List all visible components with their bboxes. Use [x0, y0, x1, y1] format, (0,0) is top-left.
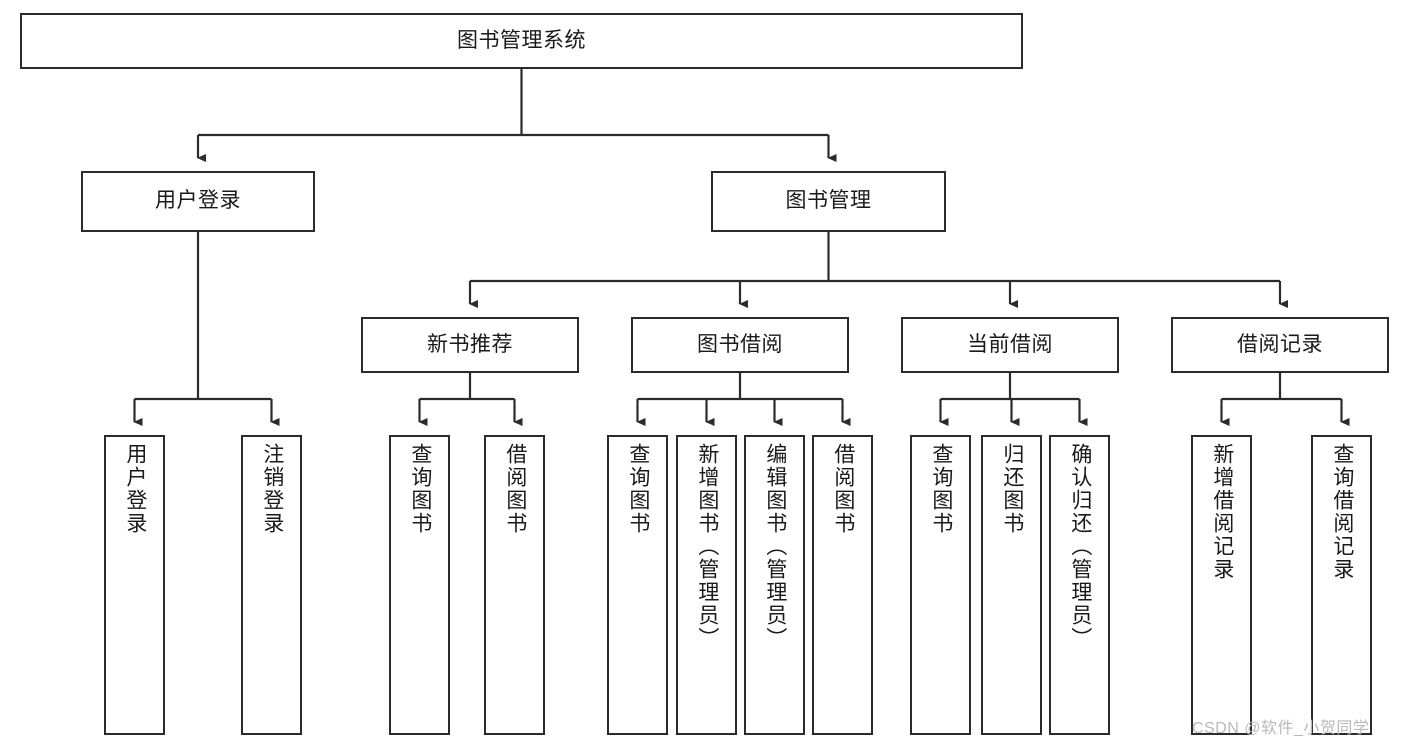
node-leaf-borrow-book-2[interactable]: 借阅图书 — [812, 435, 873, 735]
node-label: 当前借阅 — [967, 332, 1053, 356]
node-book-mgmt[interactable]: 图书管理 — [711, 171, 946, 232]
node-label: 借阅图书 — [831, 443, 855, 535]
node-leaf-return-book[interactable]: 归还图书 — [981, 435, 1042, 735]
node-label: 查询图书 — [929, 443, 953, 535]
node-label: 确认归还（管理员） — [1068, 443, 1092, 650]
node-label: 查询图书 — [626, 443, 650, 535]
node-borrow-record[interactable]: 借阅记录 — [1171, 317, 1389, 373]
node-leaf-query-book-2[interactable]: 查询图书 — [607, 435, 668, 735]
node-user-login[interactable]: 用户登录 — [81, 171, 315, 232]
node-book-borrow[interactable]: 图书借阅 — [631, 317, 849, 373]
node-leaf-borrow-book-1[interactable]: 借阅图书 — [484, 435, 545, 735]
node-leaf-query-book-1[interactable]: 查询图书 — [389, 435, 450, 735]
node-leaf-add-book[interactable]: 新增图书（管理员） — [676, 435, 737, 735]
node-leaf-logout[interactable]: 注销登录 — [241, 435, 302, 735]
node-leaf-confirm-return[interactable]: 确认归还（管理员） — [1049, 435, 1110, 735]
node-label: 借阅记录 — [1237, 332, 1323, 356]
node-leaf-user-login[interactable]: 用户登录 — [104, 435, 165, 735]
node-label: 新增借阅记录 — [1210, 443, 1234, 581]
node-label: 用户登录 — [123, 443, 147, 535]
node-label: 新书推荐 — [427, 332, 513, 356]
node-root[interactable]: 图书管理系统 — [20, 13, 1023, 69]
node-leaf-add-record[interactable]: 新增借阅记录 — [1191, 435, 1252, 735]
node-label: 图书借阅 — [697, 332, 783, 356]
node-label: 编辑图书（管理员） — [763, 443, 787, 650]
node-label: 图书管理 — [785, 189, 872, 213]
node-leaf-query-record[interactable]: 查询借阅记录 — [1311, 435, 1372, 735]
node-label: 查询图书 — [408, 443, 432, 535]
node-label: 图书管理系统 — [457, 28, 586, 52]
node-current-borrow[interactable]: 当前借阅 — [901, 317, 1119, 373]
csdn-watermark: CSDN @软件_小贺同学 — [1192, 720, 1370, 737]
node-label: 新增图书（管理员） — [695, 443, 719, 650]
node-label: 查询借阅记录 — [1330, 443, 1354, 581]
node-leaf-query-book-3[interactable]: 查询图书 — [910, 435, 971, 735]
node-label: 注销登录 — [260, 443, 284, 535]
node-label: 归还图书 — [1000, 443, 1024, 535]
node-label: 用户登录 — [155, 189, 241, 213]
node-new-book-rec[interactable]: 新书推荐 — [361, 317, 579, 373]
node-label: 借阅图书 — [503, 443, 527, 535]
node-leaf-edit-book[interactable]: 编辑图书（管理员） — [744, 435, 805, 735]
